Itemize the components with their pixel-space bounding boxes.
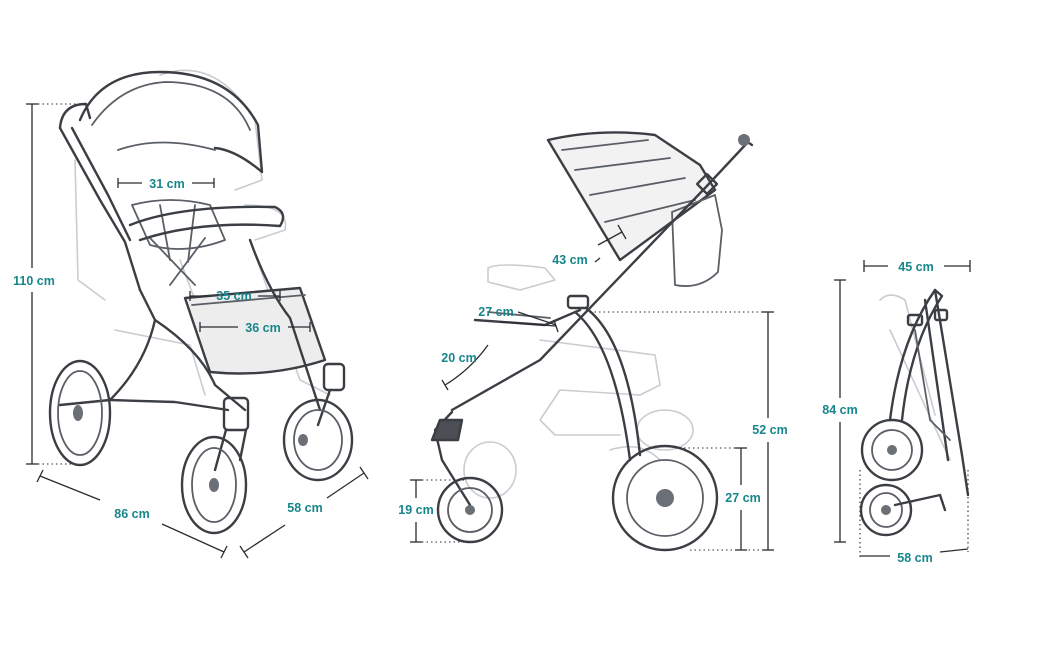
label-front-wheel: 19 cm — [398, 503, 433, 517]
label-folded-length: 58 cm — [897, 551, 932, 565]
label-seat-depth: 27 cm — [478, 305, 513, 319]
stroller-front-view — [48, 69, 354, 535]
label-front-width: 58 cm — [287, 501, 322, 515]
stroller-folded-view — [859, 288, 970, 537]
label-seat-width: 35 cm — [216, 289, 251, 303]
label-seat-height: 52 cm — [752, 423, 787, 437]
label-folded-width: 45 cm — [898, 260, 933, 274]
label-rear-wheel: 27 cm — [725, 491, 760, 505]
label-footrest-width: 36 cm — [245, 321, 280, 335]
label-backrest-length: 43 cm — [552, 253, 587, 267]
stroller-side-view — [430, 131, 754, 552]
label-footrest-length: 20 cm — [441, 351, 476, 365]
label-canopy-width: 31 cm — [149, 177, 184, 191]
dimension-lines — [26, 103, 971, 560]
label-front-length: 86 cm — [114, 507, 149, 521]
label-front-height: 110 cm — [13, 274, 55, 288]
label-folded-height: 84 cm — [822, 403, 857, 417]
dimension-labels: 110 cm 86 cm 58 cm 31 cm 35 cm 36 cm 43 … — [13, 177, 934, 565]
